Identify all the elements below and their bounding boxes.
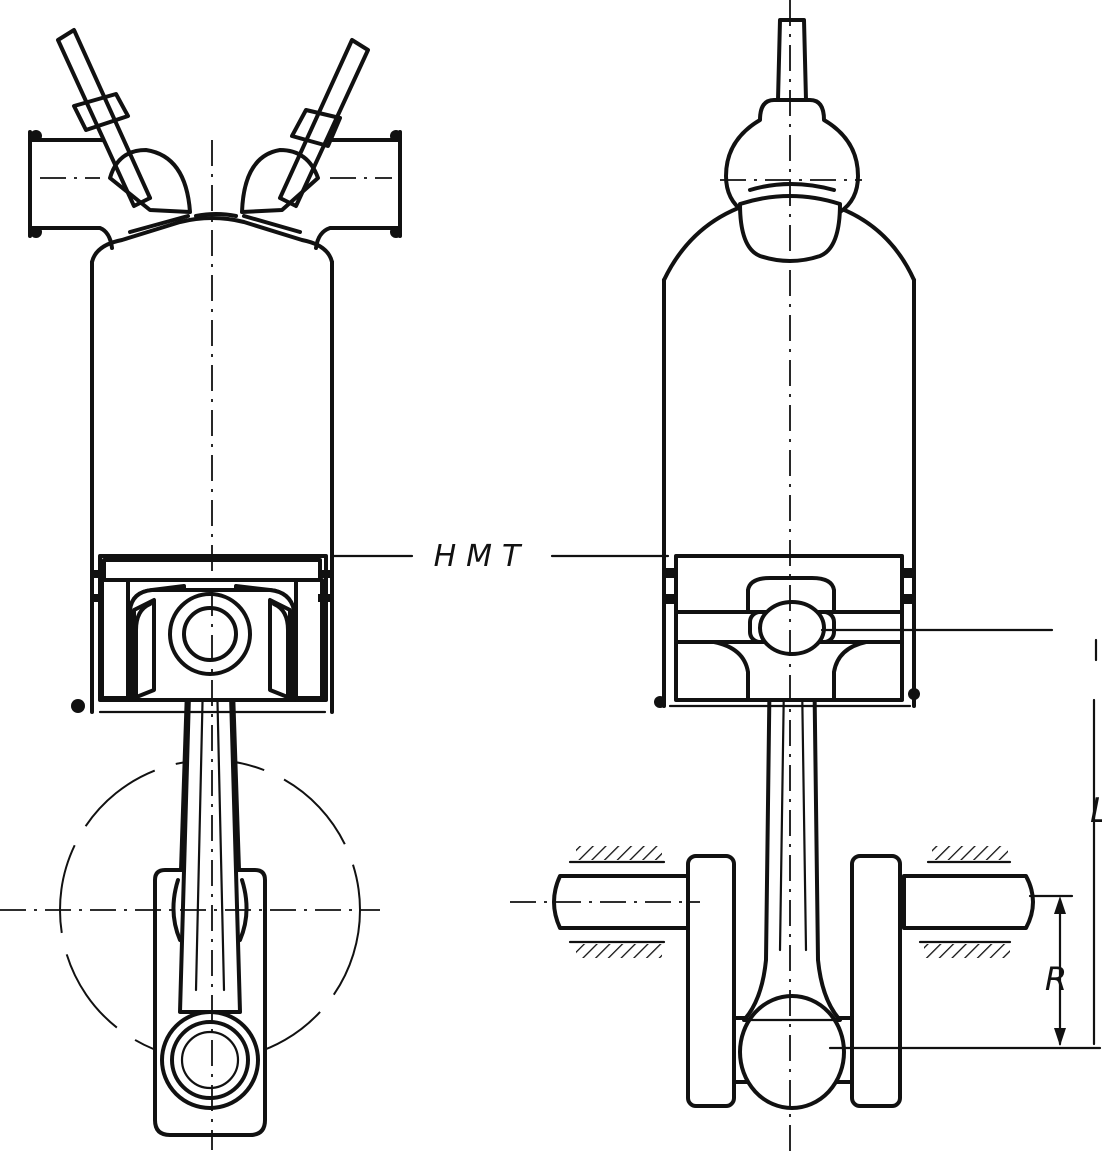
right-cylinder-head (724, 18, 860, 263)
left-cylinder-head (28, 130, 402, 250)
dimension-lines: R L (820, 628, 1102, 1050)
hmt-indicator: HMT (332, 539, 670, 574)
right-piston (654, 554, 920, 708)
r-label: R (1045, 960, 1067, 998)
l-label: L (1090, 791, 1102, 831)
right-connecting-rod (738, 646, 846, 1110)
left-cylinder (90, 216, 334, 714)
main-bearings (568, 846, 1012, 958)
hmt-label: HMT (434, 539, 531, 574)
left-engine-view (0, 28, 402, 1150)
left-connecting-rod (153, 658, 267, 1137)
left-inlet-valve (56, 28, 192, 214)
right-engine-view (510, 0, 1035, 1154)
left-piston (71, 554, 330, 713)
left-exhaust-valve (240, 38, 370, 214)
